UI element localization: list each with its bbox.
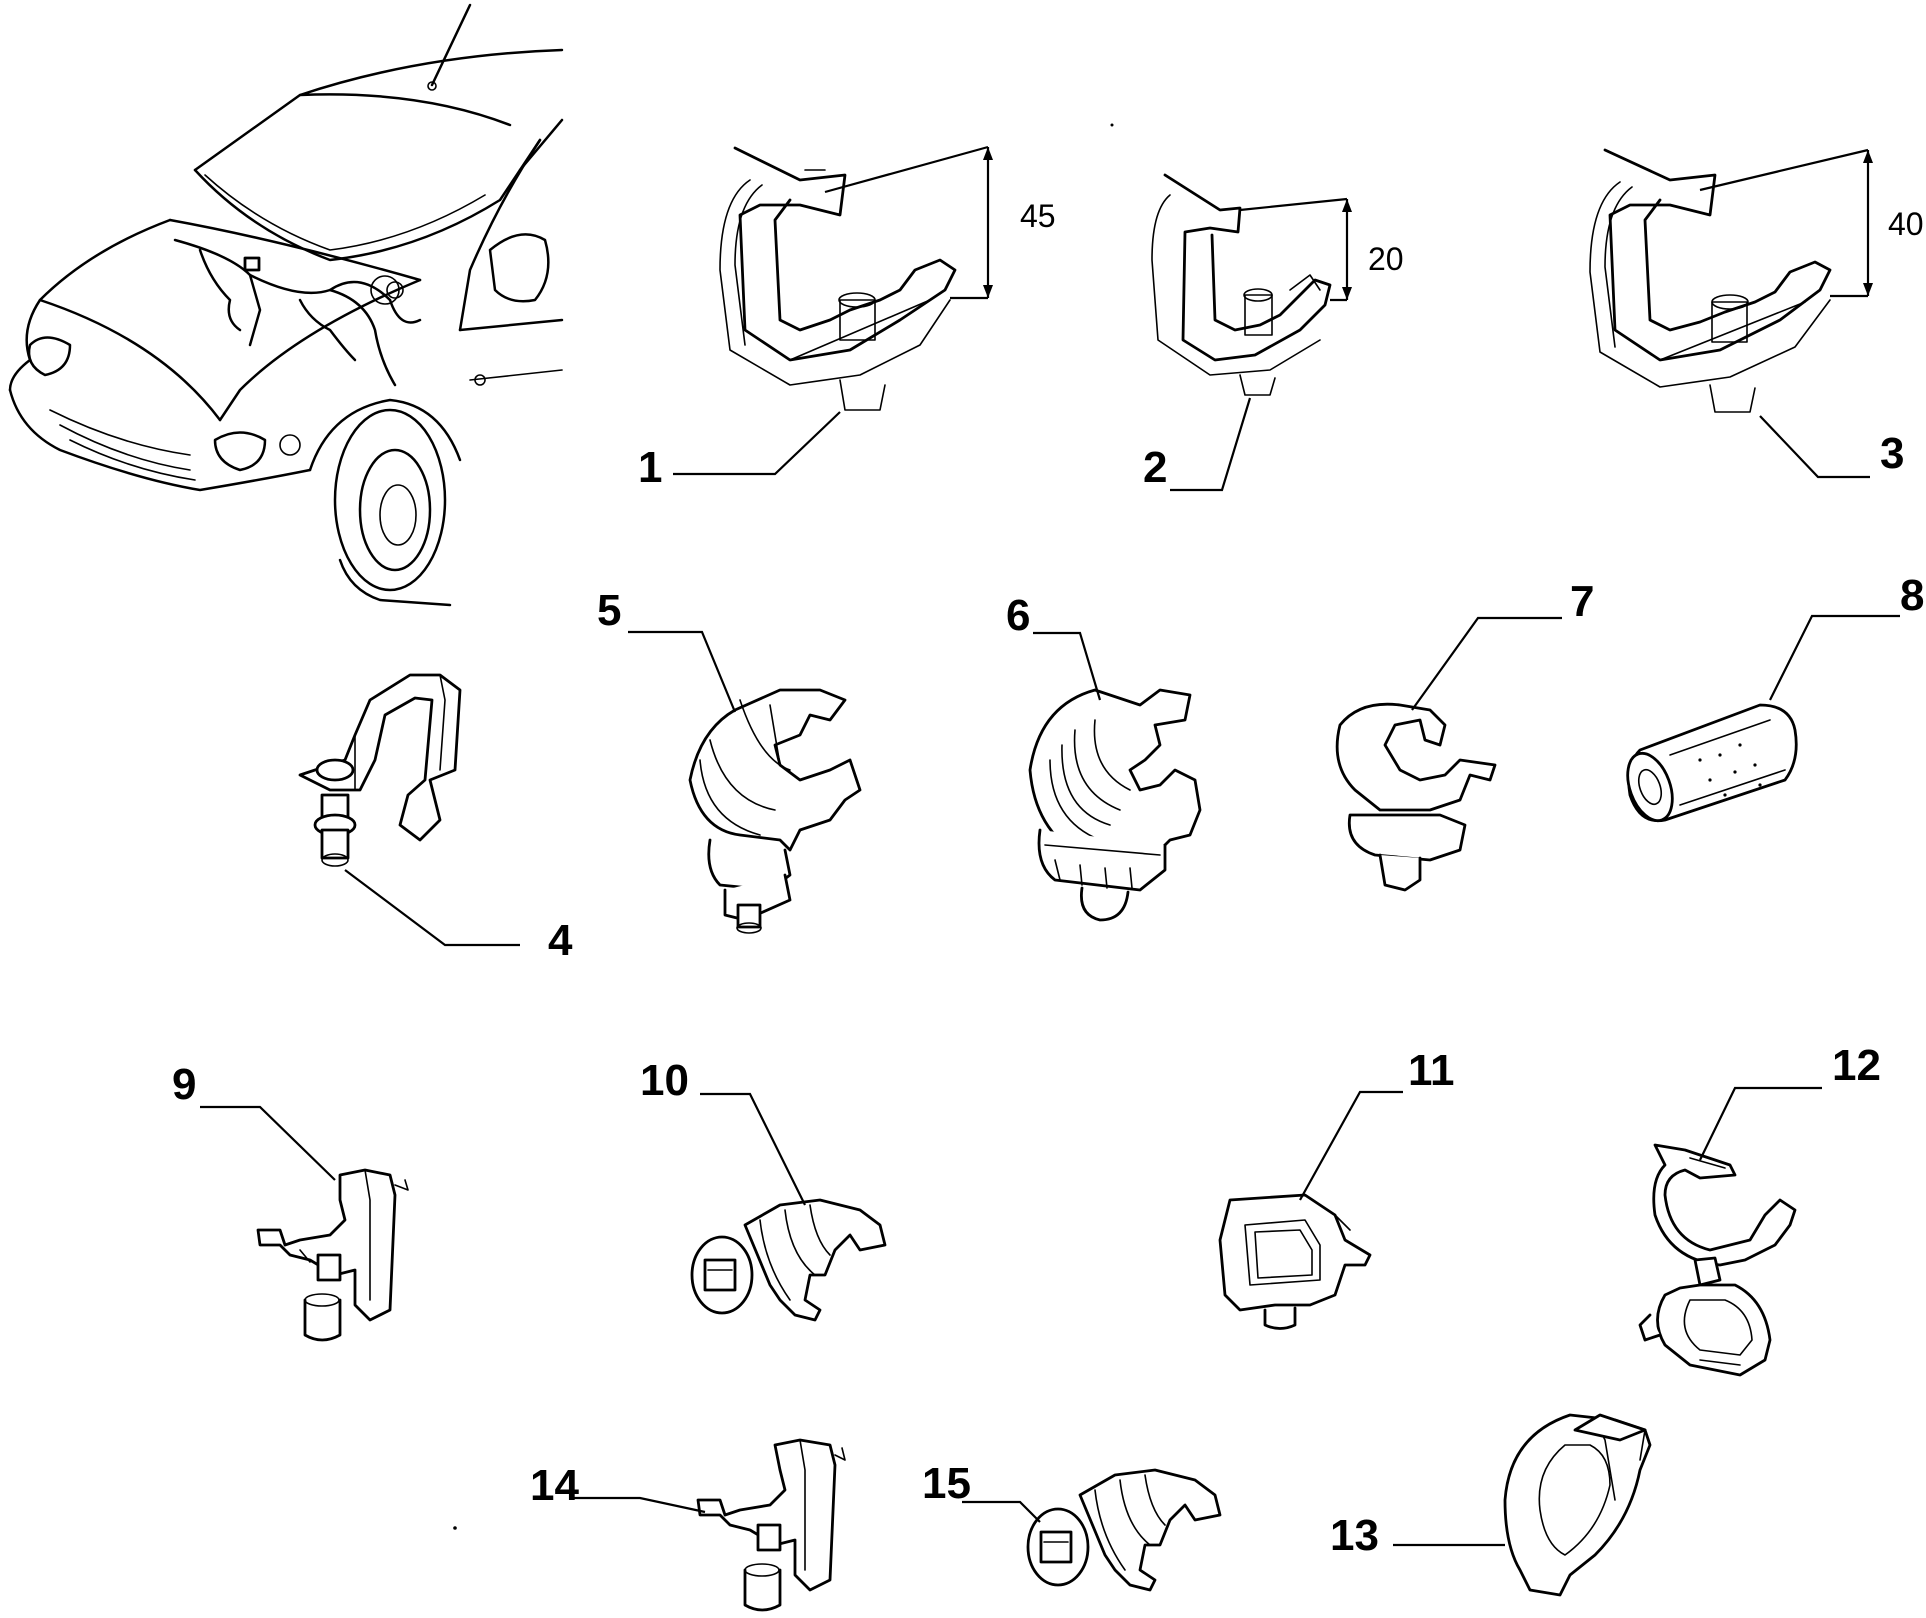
stray-mark — [453, 1526, 457, 1530]
part-14-clip — [696, 1438, 846, 1612]
dimension-label-2: 20 — [1368, 241, 1404, 277]
callout-1: 1 — [638, 411, 841, 492]
part-13-clip — [1503, 1413, 1652, 1597]
callout-number-3: 3 — [1880, 429, 1904, 478]
dimension-label-3: 40 — [1888, 206, 1924, 242]
callout-number-1: 1 — [638, 443, 662, 492]
callout-number-9: 9 — [172, 1060, 196, 1109]
callout-7: 7 — [1411, 577, 1594, 711]
callout-5: 5 — [597, 586, 737, 713]
callout-3: 3 — [1759, 415, 1904, 479]
callout-number-14: 14 — [530, 1461, 579, 1510]
car-illustration — [8, 3, 564, 607]
callout-number-2: 2 — [1143, 443, 1167, 492]
callout-number-11: 11 — [1408, 1046, 1455, 1095]
dimension-label-1: 45 — [1020, 198, 1056, 234]
callout-10: 10 — [640, 1056, 806, 1206]
callout-6: 6 — [1006, 591, 1102, 701]
callout-number-6: 6 — [1006, 591, 1030, 640]
dimension-1: 45 — [824, 145, 1056, 300]
callout-12: 12 — [1699, 1041, 1881, 1161]
part-2-clip — [1151, 173, 1332, 396]
dimension-2: 20 — [1239, 197, 1404, 302]
callout-14: 14 — [530, 1461, 706, 1514]
callout-2: 2 — [1143, 397, 1252, 492]
part-3-clip — [1589, 148, 1832, 413]
part-4-clip — [298, 673, 462, 867]
part-5-clip — [688, 688, 862, 934]
callout-number-5: 5 — [597, 586, 621, 635]
callout-number-10: 10 — [640, 1056, 689, 1105]
callout-9: 9 — [172, 1060, 336, 1181]
callout-number-15: 15 — [922, 1459, 971, 1508]
part-1-clip — [719, 146, 957, 411]
part-8-sleeve — [1626, 703, 1798, 823]
callout-4: 4 — [344, 869, 573, 965]
part-9-clip — [256, 1168, 409, 1342]
callout-8: 8 — [1769, 571, 1924, 701]
part-10-clip — [690, 1198, 887, 1322]
callout-number-7: 7 — [1570, 577, 1594, 626]
part-15-clip — [1026, 1468, 1222, 1592]
callout-11: 11 — [1299, 1046, 1455, 1201]
part-7-clip — [1335, 702, 1497, 892]
callout-number-8: 8 — [1900, 571, 1924, 620]
dimension-3: 40 — [1699, 148, 1924, 298]
callout-number-4: 4 — [548, 916, 573, 965]
stray-mark — [1110, 123, 1114, 127]
part-11-clip — [1218, 1193, 1372, 1330]
callout-number-13: 13 — [1330, 1511, 1379, 1560]
callout-13: 13 — [1330, 1511, 1505, 1560]
callout-15: 15 — [922, 1459, 1041, 1523]
part-12-clip — [1638, 1143, 1797, 1377]
part-6-clip — [1028, 688, 1202, 922]
callout-number-12: 12 — [1832, 1041, 1881, 1090]
